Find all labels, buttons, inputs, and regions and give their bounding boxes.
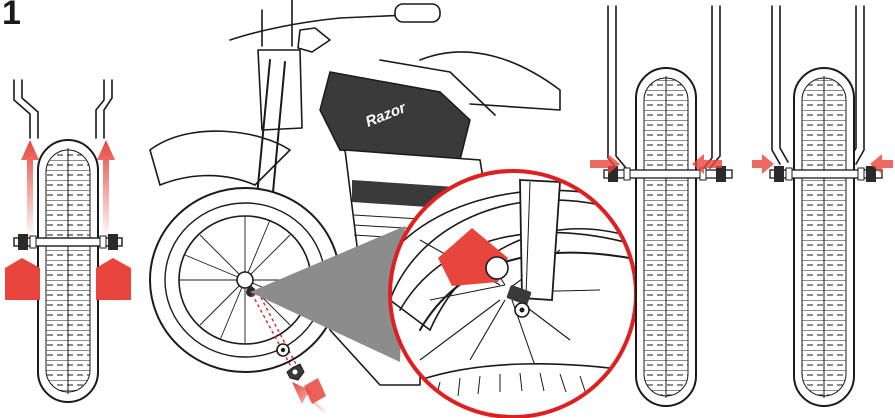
front-tire: [636, 68, 696, 406]
panel-b-bike: Razor: [150, 0, 640, 418]
arrow-up-icon: [97, 140, 115, 238]
front-tire: [794, 68, 854, 406]
arrow-push-icon: [5, 258, 40, 300]
fork-right-leg: [96, 80, 112, 138]
panel-d-wheel-secured: [752, 6, 893, 406]
arrow-push-icon: [304, 378, 326, 404]
handlebar: [230, 0, 440, 52]
front-fender: [150, 131, 290, 185]
panel-a-wheel-insertion: [5, 80, 131, 402]
arrow-up-icon: [21, 140, 39, 238]
front-tire: [38, 140, 98, 402]
fork-left-leg: [14, 80, 38, 138]
arrow-push-icon: [96, 258, 131, 300]
fuel-tank: Razor: [320, 60, 495, 160]
